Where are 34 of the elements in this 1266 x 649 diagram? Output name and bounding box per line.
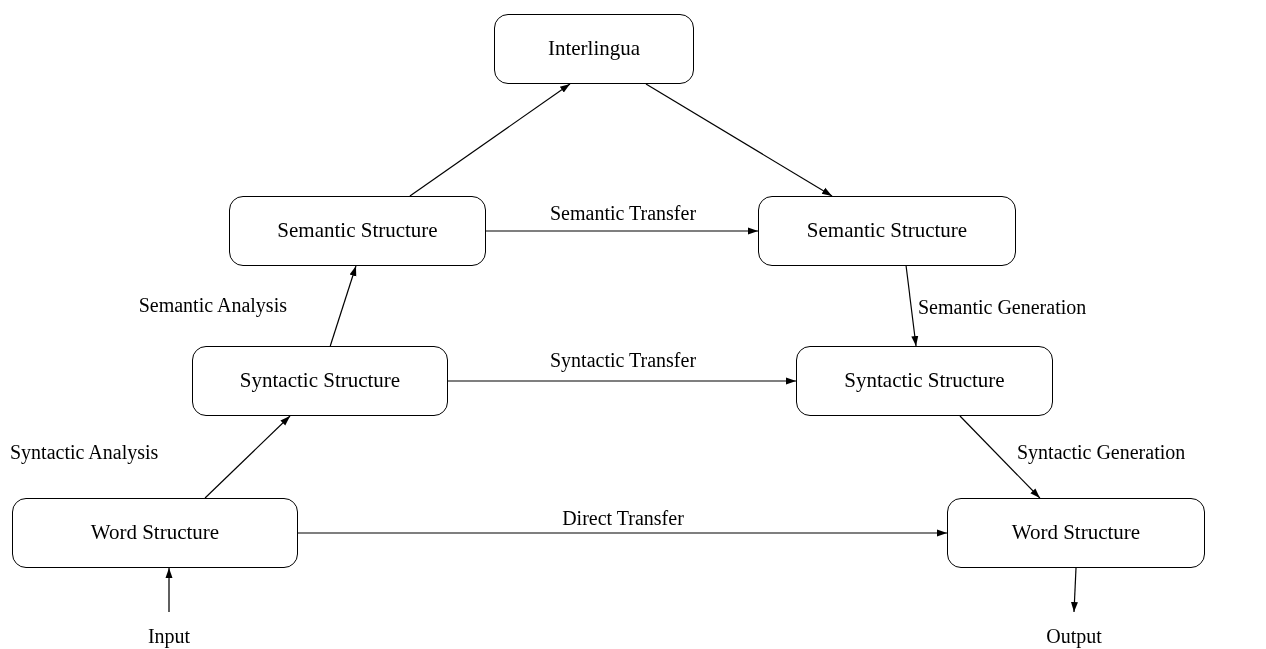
arrow (409, 83, 571, 197)
box-label: Word Structure (1011, 519, 1141, 547)
box-label: Syntactic Structure (844, 367, 1005, 395)
arrow (1070, 567, 1078, 613)
arrow (297, 529, 948, 537)
edge-label: Syntactic Transfer (549, 348, 697, 373)
process-box (494, 14, 694, 84)
arrow (204, 415, 291, 499)
edge-label: Syntactic Analysis (10, 440, 159, 465)
box-label: Interlingua (547, 35, 641, 63)
process-box (229, 196, 486, 266)
edge-label: Direct Transfer (562, 506, 684, 531)
arrow (959, 415, 1041, 499)
box-label: Semantic Structure (277, 217, 438, 245)
edge-label: Semantic Generation (918, 295, 1087, 320)
arrow (165, 567, 173, 613)
process-box (947, 498, 1205, 568)
box-label: Semantic Structure (806, 217, 968, 245)
terminal-label: Output (1034, 612, 1114, 646)
arrow (447, 377, 797, 385)
edge-label: Syntactic Generation (1017, 440, 1186, 465)
arrow (485, 227, 759, 235)
process-box (12, 498, 298, 568)
edge-label: Semantic Transfer (549, 201, 697, 226)
box-label: Word Structure (90, 519, 220, 547)
terminal-label: Input (136, 612, 202, 646)
arrow (645, 83, 833, 197)
box-label: Syntactic Structure (239, 367, 401, 395)
arrow (905, 265, 919, 347)
edge-label: Semantic Analysis (138, 293, 287, 318)
arrow (329, 265, 357, 347)
process-box (796, 346, 1053, 416)
process-box (192, 346, 448, 416)
process-box (758, 196, 1016, 266)
